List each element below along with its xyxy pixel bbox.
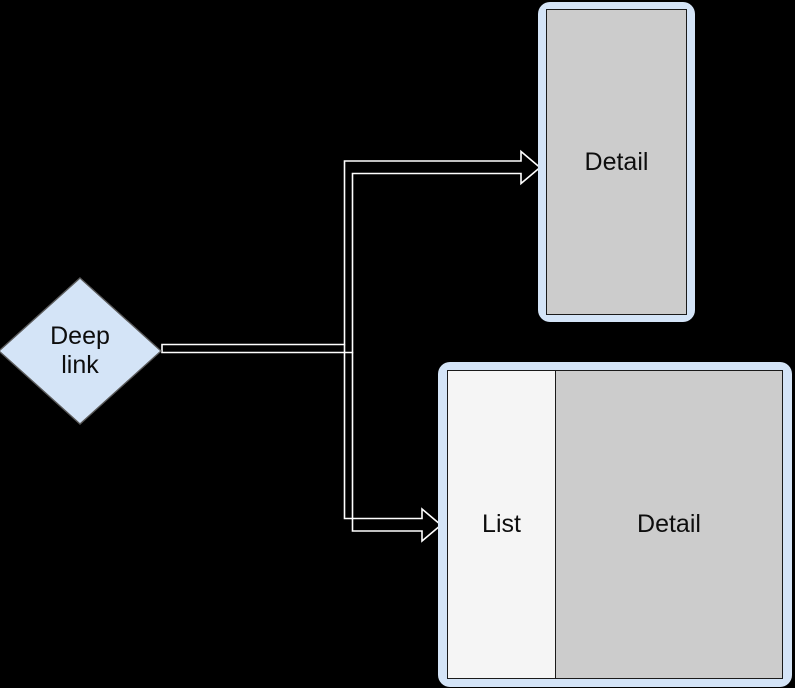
node-list-detail-screen[interactable]: List Detail [438,362,792,687]
detail-screen-pane: Detail [547,10,686,314]
list-detail-screen-inner: List Detail [447,370,783,679]
node-deep-link[interactable]: Deep link [0,277,162,425]
detail-pane: Detail [556,371,782,678]
list-pane-label: List [482,510,521,538]
detail-screen-inner: Detail [546,9,687,315]
detail-screen-label: Detail [584,147,649,176]
edge-deep-link-to-detail-line [161,149,542,354]
node-deep-link-label-line2: link [61,351,99,379]
node-detail-screen[interactable]: Detail [538,2,695,322]
detail-pane-label: Detail [637,510,701,538]
node-deep-link-label-line1: Deep [50,322,110,350]
list-pane: List [448,371,556,678]
edge-deep-link-to-list-detail-line [343,344,443,543]
diamond-icon [0,277,162,425]
node-deep-link-label: Deep link [0,322,162,380]
